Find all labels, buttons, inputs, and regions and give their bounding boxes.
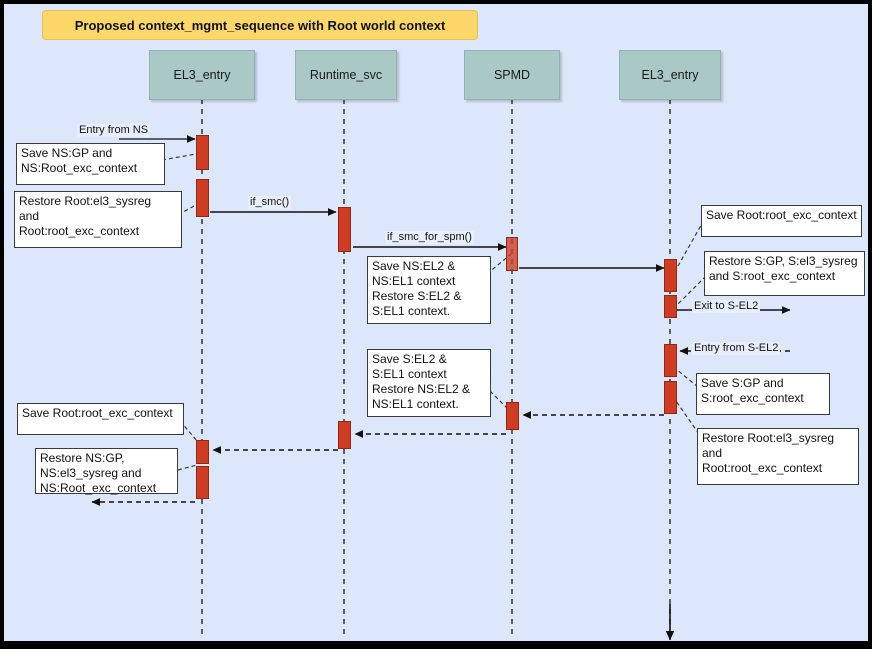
lifeline-head-spmd[interactable]: SPMD	[464, 50, 560, 100]
note-save-s-gp: Save S:GP and S:root_exc_context	[696, 373, 830, 415]
note-restore-s-gp: Restore S:GP, S:el3_sysreg and S:root_ex…	[704, 251, 865, 296]
note-restore-root-el3-2: Restore Root:el3_sysreg and Root:root_ex…	[697, 428, 859, 485]
diagram-title-banner: Proposed context_mgmt_sequence with Root…	[42, 10, 478, 40]
activation-runtime-svc-1[interactable]	[338, 207, 351, 252]
activation-el3-left-3[interactable]	[196, 440, 209, 464]
activation-el3-right-4[interactable]	[664, 381, 677, 414]
leader-restore-ns-gp	[177, 464, 198, 471]
note-restore-ns-gp: Restore NS:GP, NS:el3_sysreg and NS:Root…	[35, 448, 178, 495]
message-label-if-smc-for-spm: if_smc_for_spm()	[385, 231, 474, 244]
note-save-root-exc-context-right: Save Root:root_exc_context	[701, 205, 862, 237]
activation-el3-left-2[interactable]	[196, 179, 209, 217]
leader-save-ns-gp	[161, 153, 197, 161]
note-save-s-el2: Save S:EL2 & S:EL1 context Restore NS:EL…	[367, 349, 491, 417]
lifeline-head-el3-entry-left[interactable]: EL3_entry	[149, 50, 255, 100]
activation-spmd-1[interactable]	[506, 237, 518, 271]
note-save-root-exc-context-left: Save Root:root_exc_context	[17, 403, 184, 435]
lifeline-head-runtime-svc[interactable]: Runtime_svc	[295, 50, 397, 100]
activation-el3-right-2[interactable]	[664, 295, 677, 318]
activation-el3-right-3[interactable]	[664, 344, 677, 377]
activation-spmd-2[interactable]	[506, 402, 519, 430]
message-label-entry-from-ns: Entry from NS	[77, 124, 151, 137]
note-restore-root-el3: Restore Root:el3_sysreg and Root:root_ex…	[14, 191, 182, 248]
message-label-if-smc: if_smc()	[248, 196, 292, 209]
message-label-entry-from-sel2: Entry from S-EL2	[692, 342, 781, 355]
note-save-ns-gp: Save NS:GP and NS:Root_exc_context	[16, 143, 165, 185]
note-save-ns-el2: Save NS:EL2 & NS:EL1 context Restore S:E…	[367, 256, 491, 324]
leader-save-s-gp	[675, 368, 699, 388]
activation-el3-right-1[interactable]	[664, 259, 677, 292]
diagram-board: Proposed context_mgmt_sequence with Root…	[4, 4, 868, 641]
message-label-exit-to-sel2: Exit to S-EL2	[692, 300, 761, 313]
activation-runtime-svc-2[interactable]	[338, 421, 351, 449]
activation-el3-left-4[interactable]	[196, 466, 209, 499]
lifeline-head-el3-entry-right[interactable]: EL3_entry	[619, 50, 721, 100]
activation-el3-left-1[interactable]	[196, 135, 209, 170]
